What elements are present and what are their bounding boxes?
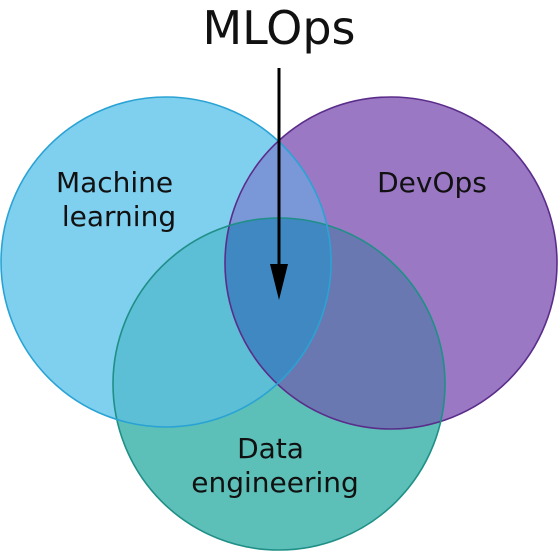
- data-engineering-label-line-2: engineering: [191, 466, 359, 499]
- machine-learning-outline: [0, 96, 332, 428]
- machine-learning-label-line-2: learning: [62, 200, 176, 233]
- diagram-title: MLOps: [202, 1, 355, 55]
- devops-outline: [224, 96, 558, 430]
- mlops-arrow-head: [270, 264, 288, 300]
- data-engineering-label-line-1: Data: [237, 432, 304, 465]
- machine-learning-label-line-1: Machine: [56, 166, 173, 199]
- devops-label: DevOps: [377, 166, 487, 199]
- devops-data-overlap: [225, 218, 445, 429]
- machine-learning-label: Machine learning: [56, 166, 182, 233]
- data-engineering-label: Data engineering: [191, 432, 359, 499]
